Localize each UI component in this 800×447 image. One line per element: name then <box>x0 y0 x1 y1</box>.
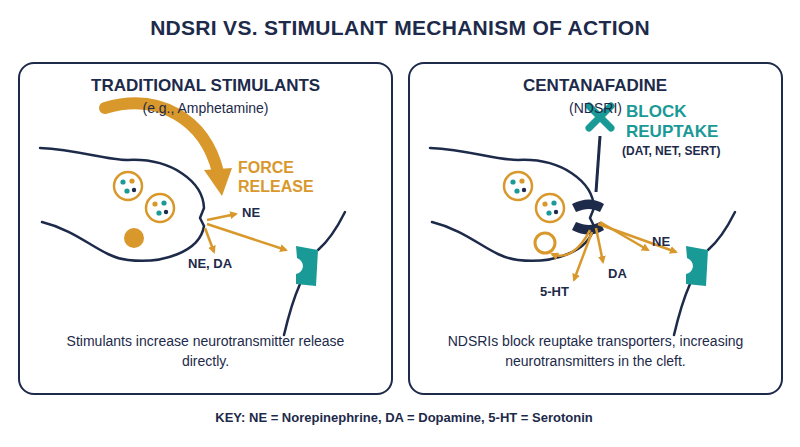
presynaptic-neuron-right-part <box>430 148 735 335</box>
panel-subheading: (e.g., Amphetamine) <box>20 100 391 116</box>
release-arrows-right-part <box>596 228 603 262</box>
key-text: KEY: NE = Norepinephrine, DA = Dopamine,… <box>4 410 800 426</box>
mechanism-panel: CENTANAFADINE (NDSRI) NDSRIs block reuptak… <box>408 62 783 395</box>
diagram-title: NDSRI VS. STIMULANT MECHANISM OF ACTION <box>0 16 800 40</box>
panel-description: Stimulants increase neurotransmitter rel… <box>44 331 367 371</box>
panel-subheading: (NDSRI) <box>410 100 781 116</box>
panel-heading: CENTANAFADINE <box>523 76 667 96</box>
mechanism-label: FORCE RELEASE <box>238 158 348 196</box>
panel-description: NDSRIs block reuptake transporters, incr… <box>434 331 757 371</box>
force-release-arrow-part <box>204 168 232 196</box>
presynaptic-neuron-left <box>40 148 345 335</box>
force-release-arrow <box>105 104 232 196</box>
block-symbol-part <box>572 200 604 213</box>
neurotransmitter-label: NE <box>652 234 670 250</box>
transporter-label: (DAT, NET, SERT) <box>622 144 720 158</box>
release-arrows-right-part <box>598 224 676 252</box>
block-symbol-part <box>596 136 600 192</box>
reuptake-dot <box>535 233 555 253</box>
neurotransmitter-label: NE <box>242 205 260 221</box>
release-arrows-left-part <box>205 228 214 252</box>
block-symbol <box>572 106 611 235</box>
release-arrows-left-part <box>207 224 286 250</box>
neurotransmitter-label: 5-HT <box>540 284 569 300</box>
mechanism-label: BLOCK REUPTAKE <box>626 102 746 143</box>
panel-heading: TRADITIONAL STIMULANTS <box>91 76 320 96</box>
release-arrows-left-part <box>207 214 236 220</box>
release-arrows-right-part <box>574 232 592 280</box>
transmitter-dot <box>124 228 144 248</box>
presynaptic-neuron-left-part <box>40 148 345 335</box>
neurotransmitter-label: NE, DA <box>188 256 232 272</box>
neurotransmitter-label: DA <box>608 266 627 282</box>
mechanism-panel: TRADITIONAL STIMULANTS (e.g., Amphetamine… <box>18 62 393 395</box>
presynaptic-neuron-right <box>430 148 735 335</box>
